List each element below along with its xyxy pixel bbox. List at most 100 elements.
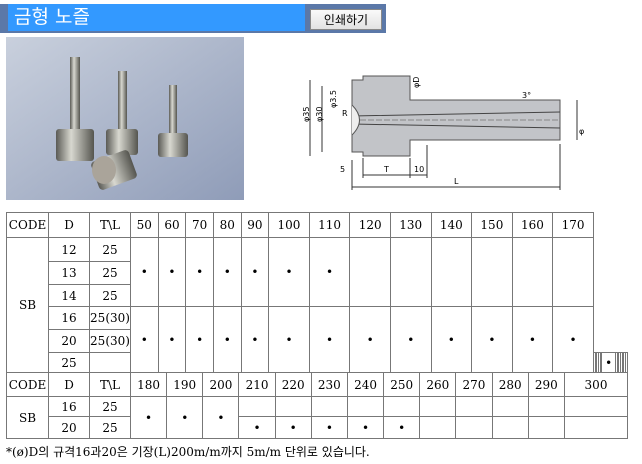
availability-cell <box>389 237 432 307</box>
dim-phi35: φ35 <box>302 107 311 122</box>
availability-cell: • <box>601 352 616 373</box>
column-header: 160 <box>511 212 554 238</box>
availability-cell: • <box>157 237 187 307</box>
d-cell: 16 <box>48 306 90 330</box>
column-header: T\L <box>89 212 131 238</box>
column-header: 150 <box>471 212 513 238</box>
availability-cell: • <box>212 306 242 373</box>
availability-cell <box>455 416 493 439</box>
t-cell <box>89 352 131 373</box>
availability-cell <box>527 416 566 439</box>
t-cell: 25(30) <box>89 306 131 330</box>
availability-cell: • <box>240 237 270 307</box>
dim-phid: φD <box>412 77 421 88</box>
column-header: CODE <box>6 212 49 238</box>
availability-cell: • <box>346 416 385 439</box>
column-header: 220 <box>274 372 312 397</box>
availability-cell <box>419 396 457 417</box>
availability-cell <box>310 396 348 417</box>
availability-cell <box>346 396 385 417</box>
availability-cell: • <box>240 306 270 373</box>
dim-phi: φ <box>579 127 584 136</box>
availability-cell <box>491 416 529 439</box>
column-header: 80 <box>212 212 242 238</box>
t-cell: 25 <box>89 261 131 285</box>
availability-cell: • <box>185 237 214 307</box>
print-button[interactable]: 인쇄하기 <box>310 9 382 30</box>
availability-cell: • <box>310 416 348 439</box>
availability-cell <box>471 237 513 307</box>
column-header: 60 <box>157 212 187 238</box>
column-header: 250 <box>383 372 421 397</box>
t-cell: 25 <box>89 284 131 307</box>
column-header: 180 <box>129 372 168 397</box>
availability-cell: • <box>268 237 310 307</box>
page-title: 금형 노즐 <box>8 4 305 31</box>
availability-cell <box>383 396 421 417</box>
column-header: D <box>48 372 90 397</box>
product-photo <box>6 37 244 200</box>
column-header: 230 <box>310 372 348 397</box>
availability-cell <box>274 396 312 417</box>
availability-cell: • <box>471 306 513 373</box>
availability-cell: • <box>511 306 554 373</box>
table-row: 25• <box>7 352 628 373</box>
t-cell: 25(30) <box>89 329 131 353</box>
column-header: 210 <box>238 372 276 397</box>
availability-cell: • <box>185 306 214 373</box>
availability-cell: • <box>166 396 204 439</box>
t-cell: 25 <box>89 396 131 417</box>
availability-cell: • <box>552 306 594 373</box>
availability-cell: • <box>389 306 432 373</box>
column-header: 120 <box>349 212 391 238</box>
availability-cell: • <box>157 306 187 373</box>
dim-phi30: φ30 <box>315 107 324 122</box>
availability-cell: • <box>130 306 159 373</box>
availability-cell: • <box>349 306 391 373</box>
d-cell: 13 <box>48 261 90 285</box>
d-cell: 16 <box>48 396 90 417</box>
availability-cell: • <box>268 306 310 373</box>
footnote: *(ø)D의 규격16과20은 기장(L)200m/m까지 5m/m 단위로 있… <box>6 445 370 459</box>
dim-l: L <box>454 177 459 186</box>
availability-cell: • <box>383 416 421 439</box>
dim-r: R <box>342 109 348 118</box>
availability-cell: • <box>430 306 473 373</box>
availability-cell: • <box>212 237 242 307</box>
dim-angle: 3° <box>522 91 531 100</box>
availability-cell <box>625 352 628 373</box>
t-cell: 25 <box>89 416 131 439</box>
availability-cell <box>419 416 457 439</box>
column-header: 260 <box>419 372 457 397</box>
column-header: 90 <box>240 212 270 238</box>
t-cell: 25 <box>89 237 131 262</box>
column-header: CODE <box>6 372 49 397</box>
availability-cell <box>238 396 276 417</box>
availability-cell <box>455 396 493 417</box>
dim-t: T <box>383 165 389 174</box>
column-header: 50 <box>130 212 159 238</box>
column-header: 240 <box>346 372 385 397</box>
column-header: 140 <box>430 212 473 238</box>
availability-cell: • <box>274 416 312 439</box>
column-header: 300 <box>564 372 628 397</box>
availability-cell: • <box>129 396 168 439</box>
code-cell: SB <box>6 396 49 439</box>
code-cell: SB <box>6 237 49 373</box>
column-header: 170 <box>552 212 594 238</box>
availability-cell: • <box>308 306 351 373</box>
d-cell: 20 <box>48 329 90 353</box>
availability-cell <box>491 396 529 417</box>
availability-cell <box>564 416 628 439</box>
column-header: T\L <box>89 372 131 397</box>
column-header: 290 <box>527 372 566 397</box>
d-cell: 20 <box>48 416 90 439</box>
availability-cell <box>349 237 391 307</box>
